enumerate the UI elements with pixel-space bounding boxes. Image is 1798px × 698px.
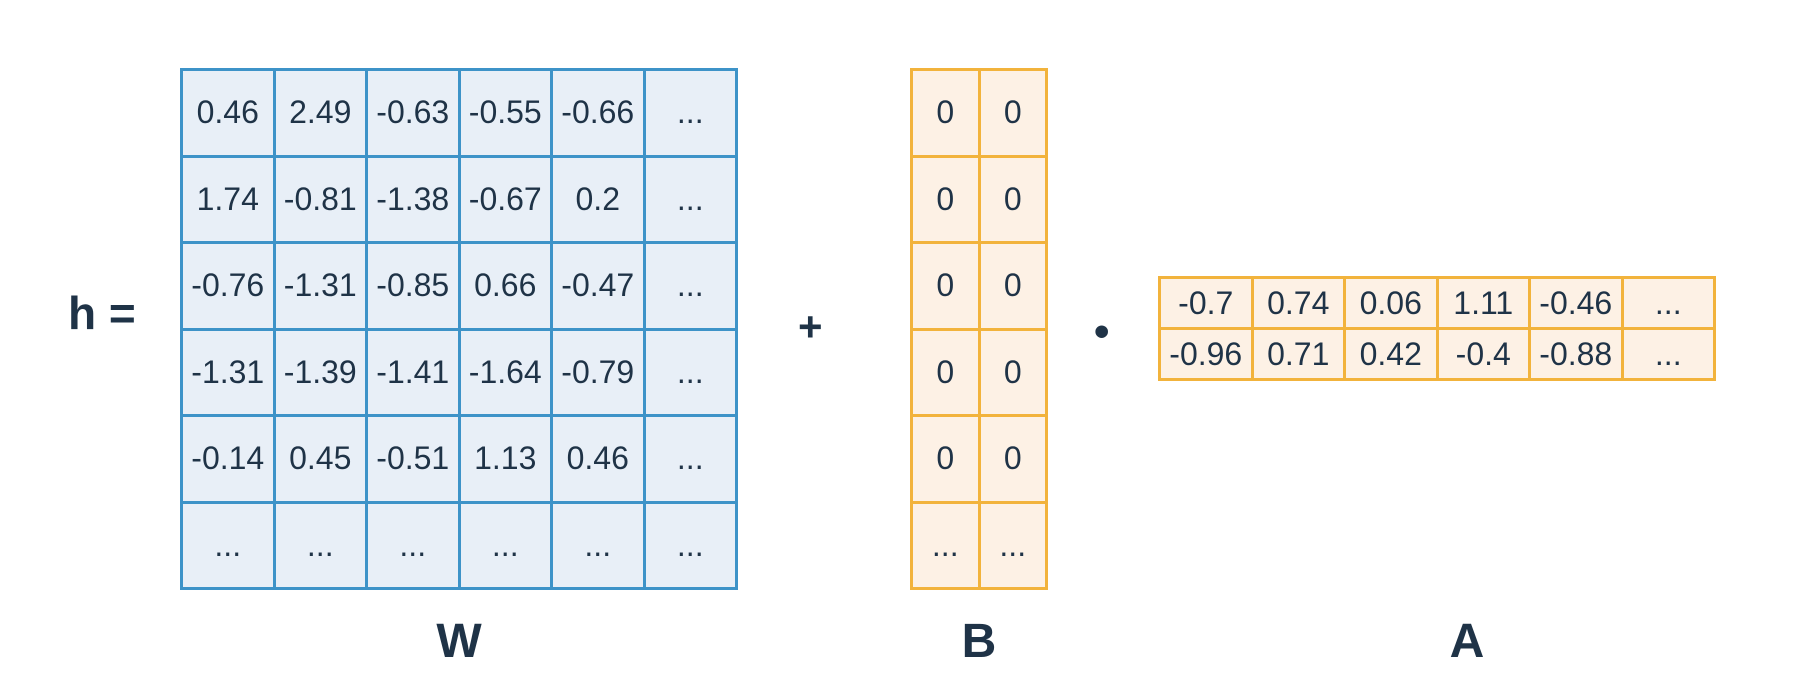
matrix-w-cell: -0.63: [368, 71, 458, 155]
matrix-w-cell: -1.39: [275, 330, 365, 414]
matrix-a-cell: -0.96: [1161, 330, 1251, 378]
matrix-w-cell: -1.38: [368, 157, 458, 241]
matrix-b-cell: 0: [980, 157, 1045, 241]
matrix-w-cell: -1.64: [460, 330, 550, 414]
matrix-w-cell: -0.67: [460, 157, 550, 241]
matrix-a-cell: 0.71: [1253, 330, 1343, 378]
matrix-a-cell: -0.7: [1161, 279, 1251, 327]
matrix-a-cell: ...: [1623, 279, 1713, 327]
matrix-w-cell: -0.81: [275, 157, 365, 241]
matrix-b-cell: 0: [913, 417, 978, 501]
matrix-b-cell: 0: [913, 157, 978, 241]
matrix-w-cell: -0.66: [553, 71, 643, 155]
dot-operator: •: [1094, 307, 1110, 356]
matrix-w-cell: ...: [645, 330, 735, 414]
matrix-b-cell: 0: [980, 71, 1045, 155]
matrix-w-cell: ...: [368, 503, 458, 587]
matrix-w-cell: ...: [645, 244, 735, 328]
matrix-a-cell: -0.46: [1531, 279, 1621, 327]
matrix-w-cell: -0.55: [460, 71, 550, 155]
matrix-w-label: W: [436, 615, 482, 668]
matrix-w-cell: -0.79: [553, 330, 643, 414]
matrix-w-cell: -1.31: [275, 244, 365, 328]
matrix-a-cell: 1.11: [1438, 279, 1528, 327]
matrix-w-cell: 2.49: [275, 71, 365, 155]
matrix-w-cell: ...: [645, 503, 735, 587]
matrix-w-cell: 0.2: [553, 157, 643, 241]
matrix-b-cell: ...: [980, 503, 1045, 587]
output-h-label: h =: [68, 287, 136, 339]
matrix-b-cell: 0: [913, 244, 978, 328]
matrix-w-cell: -0.76: [183, 244, 273, 328]
matrix-w-cell: ...: [460, 503, 550, 587]
matrix-w-cell: ...: [553, 503, 643, 587]
matrix-w-cell: 0.46: [183, 71, 273, 155]
matrix-a-cell: -0.88: [1531, 330, 1621, 378]
matrix-a-label: A: [1449, 615, 1485, 668]
matrix-w-cell: -0.47: [553, 244, 643, 328]
plus-operator: +: [798, 303, 823, 350]
matrix-w-cell: -0.14: [183, 417, 273, 501]
matrix-a-cell: 0.42: [1346, 330, 1436, 378]
matrix-w-cell: 0.66: [460, 244, 550, 328]
matrix-w-cell: -0.51: [368, 417, 458, 501]
matrix-b-cell: ...: [913, 503, 978, 587]
matrix-w-cell: 0.45: [275, 417, 365, 501]
matrix-b-cell: 0: [980, 417, 1045, 501]
matrix-w-cell: ...: [645, 71, 735, 155]
matrix-w-cell: ...: [645, 417, 735, 501]
matrix-w-cell: 1.74: [183, 157, 273, 241]
matrix-a-cell: -0.4: [1438, 330, 1528, 378]
matrix-w-cell: 0.46: [553, 417, 643, 501]
matrix-a-cell: 0.74: [1253, 279, 1343, 327]
matrix-w-cell: 1.13: [460, 417, 550, 501]
matrix-a-cell: ...: [1623, 330, 1713, 378]
matrix-b-cell: 0: [913, 71, 978, 155]
matrix-w-cell: -1.41: [368, 330, 458, 414]
matrix-w-cell: -1.31: [183, 330, 273, 414]
matrix-w-cell: ...: [645, 157, 735, 241]
matrix-b-cell: 0: [980, 244, 1045, 328]
matrix-w-cell: ...: [275, 503, 365, 587]
matrix-w-cell: ...: [183, 503, 273, 587]
matrix-b-label: B: [961, 615, 997, 668]
matrix-w-cell: -0.85: [368, 244, 458, 328]
matrix-b-cell: 0: [980, 330, 1045, 414]
matrix-b-cell: 0: [913, 330, 978, 414]
matrix-a-cell: 0.06: [1346, 279, 1436, 327]
